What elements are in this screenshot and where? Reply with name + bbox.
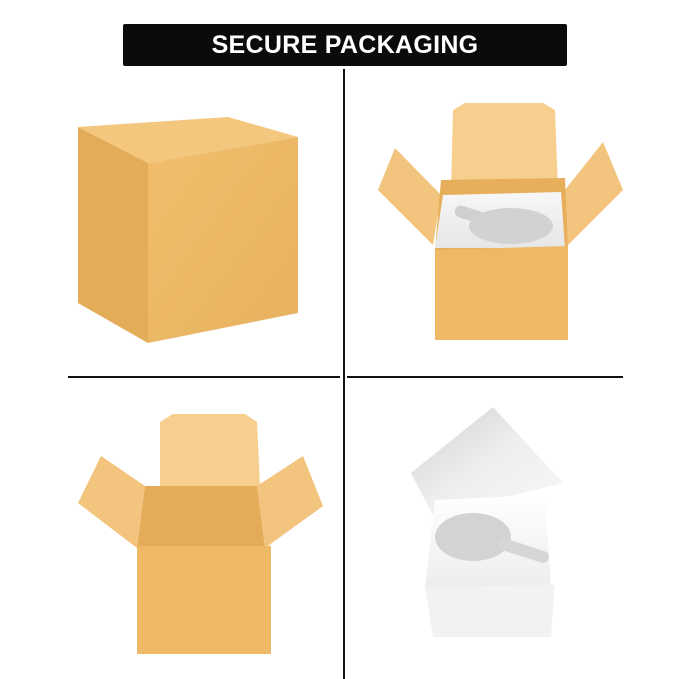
foam-insert-panel	[405, 405, 580, 645]
box-interior	[137, 486, 265, 548]
open-empty-box-panel	[75, 408, 325, 658]
insert-body-front	[425, 585, 555, 637]
box-front-face	[435, 246, 568, 340]
closed-box-illustration	[78, 117, 298, 343]
horizontal-divider-left	[68, 376, 340, 378]
vertical-divider	[343, 69, 345, 679]
right-flap	[257, 456, 323, 548]
title-banner: SECURE PACKAGING	[123, 24, 567, 66]
open-empty-box-illustration	[78, 414, 323, 654]
insert-mug-cavity	[435, 513, 511, 561]
box-front-face	[137, 546, 271, 654]
back-flap	[160, 414, 260, 486]
box-left-face	[78, 127, 148, 343]
open-box-insert-panel	[373, 100, 628, 345]
insert-lid	[411, 407, 563, 515]
open-box-insert-illustration	[378, 103, 623, 340]
foam-insert-illustration	[411, 407, 563, 637]
right-flap	[561, 142, 623, 245]
box-top-face	[78, 117, 298, 163]
closed-box-panel	[70, 115, 310, 345]
back-flap	[451, 103, 558, 190]
insert-handle-cavity	[498, 538, 549, 563]
left-flap	[378, 148, 441, 245]
left-flap	[78, 456, 145, 548]
horizontal-divider-right	[347, 376, 623, 378]
insert-mug-cavity	[469, 208, 553, 244]
banner-title: SECURE PACKAGING	[211, 30, 479, 59]
box-front-face	[148, 137, 298, 343]
